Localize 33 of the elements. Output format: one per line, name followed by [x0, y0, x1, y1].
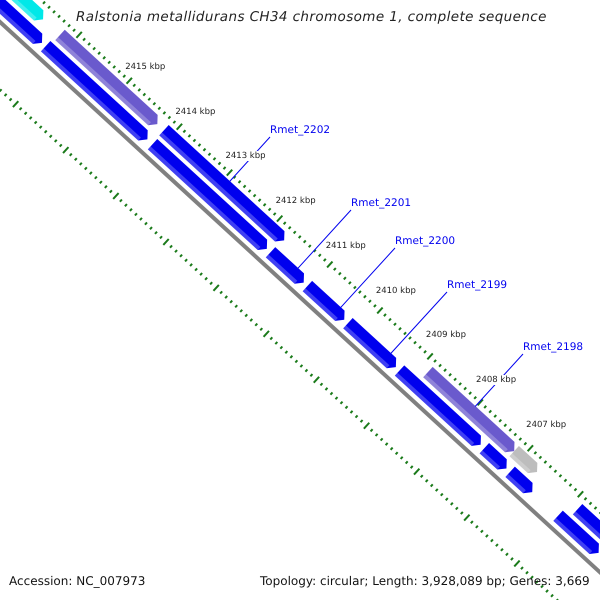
gene-feature-bar — [266, 247, 304, 284]
gene-label: Rmet_2200 — [395, 235, 456, 247]
gene-feature-bar — [40, 41, 148, 141]
scale-label: 2412 kbp — [274, 196, 317, 206]
gene-feature-bar — [505, 466, 533, 494]
gene-feature-bar — [509, 446, 538, 474]
gene-label: Rmet_2202 — [270, 124, 330, 136]
gene-feature-bar — [553, 510, 599, 554]
gene-feature-bar — [10, 0, 44, 21]
accession-text: Accession: NC_007973 — [9, 574, 146, 588]
gene-label: Rmet_2198 — [523, 341, 584, 353]
leader-line — [340, 248, 396, 308]
gene-label: Rmet_2201 — [351, 197, 412, 209]
leader-line — [390, 292, 448, 354]
gene-feature-bar — [302, 280, 345, 321]
gene-feature-bar — [148, 139, 268, 250]
scale-label: 2410 kbp — [374, 286, 417, 296]
gene-label: Rmet_2199 — [447, 279, 508, 291]
scale-label: 2408 kbp — [475, 375, 518, 386]
scale-label: 2414 kbp — [174, 106, 216, 117]
scale-label: 2409 kbp — [424, 330, 467, 340]
gene-feature-bar — [480, 443, 507, 470]
scale-label: 2411 kbp — [324, 240, 367, 251]
gene-feature-bar — [343, 318, 396, 368]
chart-title: Ralstonia metallidurans CH34 chromosome 1, complete sequence — [76, 9, 547, 25]
gene-feature-bar — [0, 0, 42, 44]
gene-feature-bar — [572, 504, 600, 541]
summary-text: Topology: circular; Length: 3,928,089 bp; Genes: 3,669 — [260, 574, 590, 588]
scale-label: 2407 kbp — [525, 420, 568, 430]
gene-feature-bar — [423, 366, 514, 452]
scale-label: 2413 kbp — [224, 151, 267, 162]
scale-label: 2415 kbp — [124, 62, 166, 72]
leader-line — [298, 210, 352, 269]
